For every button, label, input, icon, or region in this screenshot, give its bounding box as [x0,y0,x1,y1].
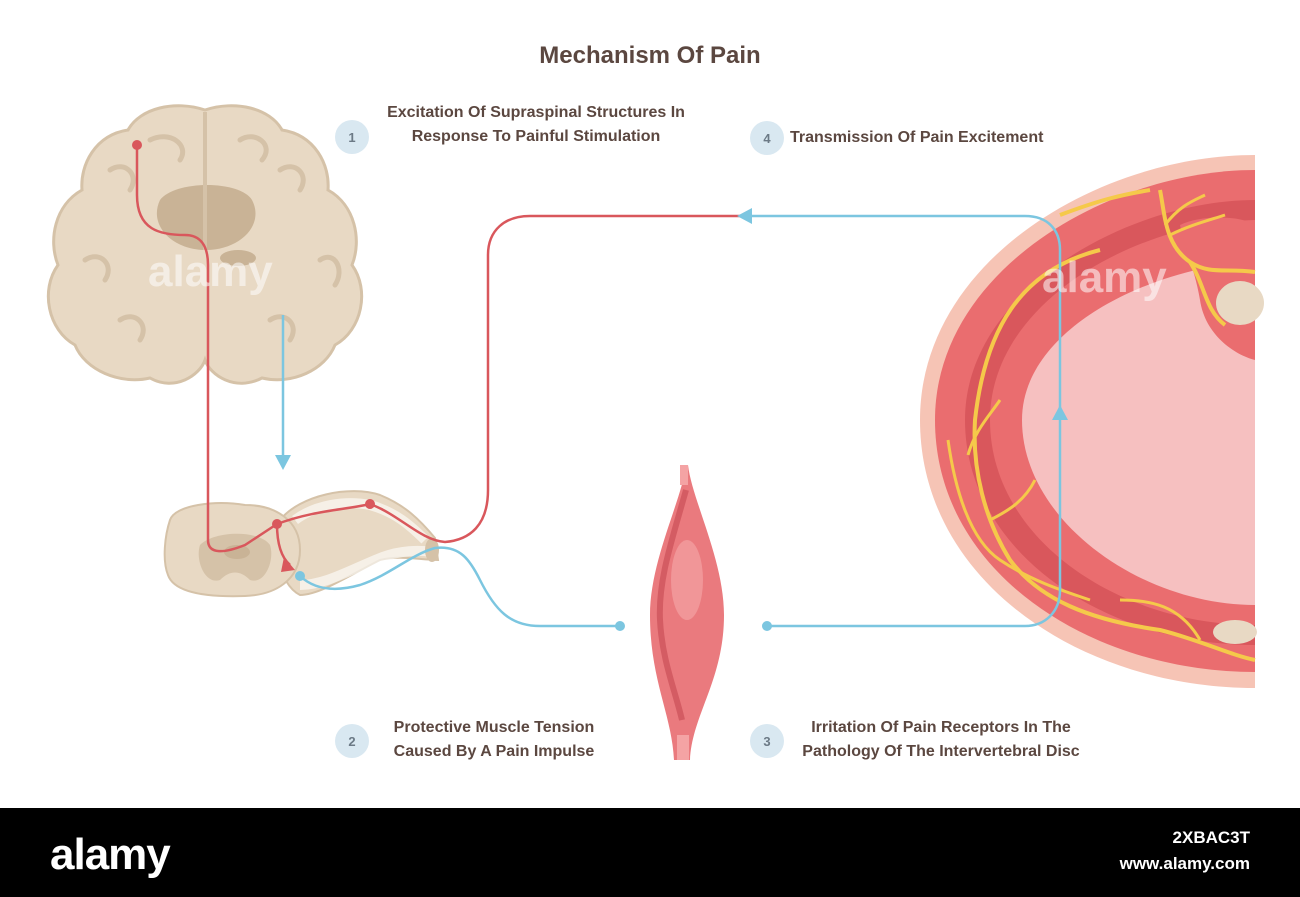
stock-image-id: 2XBAC3T [1172,828,1250,847]
transmission-pathway [275,208,1068,631]
spinal-pain-dot [272,519,282,529]
step-4-badge: 4 [750,121,784,155]
intervertebral-disc-illustration [920,155,1264,688]
step-3-label: Irritation Of Pain Receptors In The Path… [802,719,1080,760]
diagram-title: Mechanism Of Pain [539,42,761,69]
step-1-label: Excitation Of Supraspinal Structures In … [387,104,685,145]
svg-text:alamy: alamy [1042,253,1167,302]
spinal-motor-dot [295,571,305,581]
diagram-canvas: alamy alamy [46,104,1264,760]
brain-pain-dot [132,140,142,150]
stock-url: www.alamy.com [1119,854,1250,873]
step-3-badge: 3 [750,724,784,758]
step-4-label: Transmission Of Pain Excitement [790,129,1044,146]
step-2-label: Protective Muscle Tension Caused By A Pa… [393,719,595,760]
stock-logo: alamy [50,830,171,879]
watermark-overlay: alamy alamy [148,247,1167,302]
pain-arrowhead [281,557,295,572]
step-2-badge: 2 [335,724,369,758]
transmission-arrowhead [737,208,752,224]
ascending-arrowhead [1052,405,1068,420]
svg-text:alamy: alamy [148,247,273,296]
root-pain-dot [365,499,375,509]
descending-arrowhead [275,455,291,470]
muscle-right-dot [762,621,772,631]
stock-footer-bar: alamy 2XBAC3T www.alamy.com [0,808,1300,897]
muscle-left-dot [615,621,625,631]
muscle-illustration [650,465,724,760]
pain-pathway [132,140,748,572]
step-1-badge: 1 [335,120,369,154]
